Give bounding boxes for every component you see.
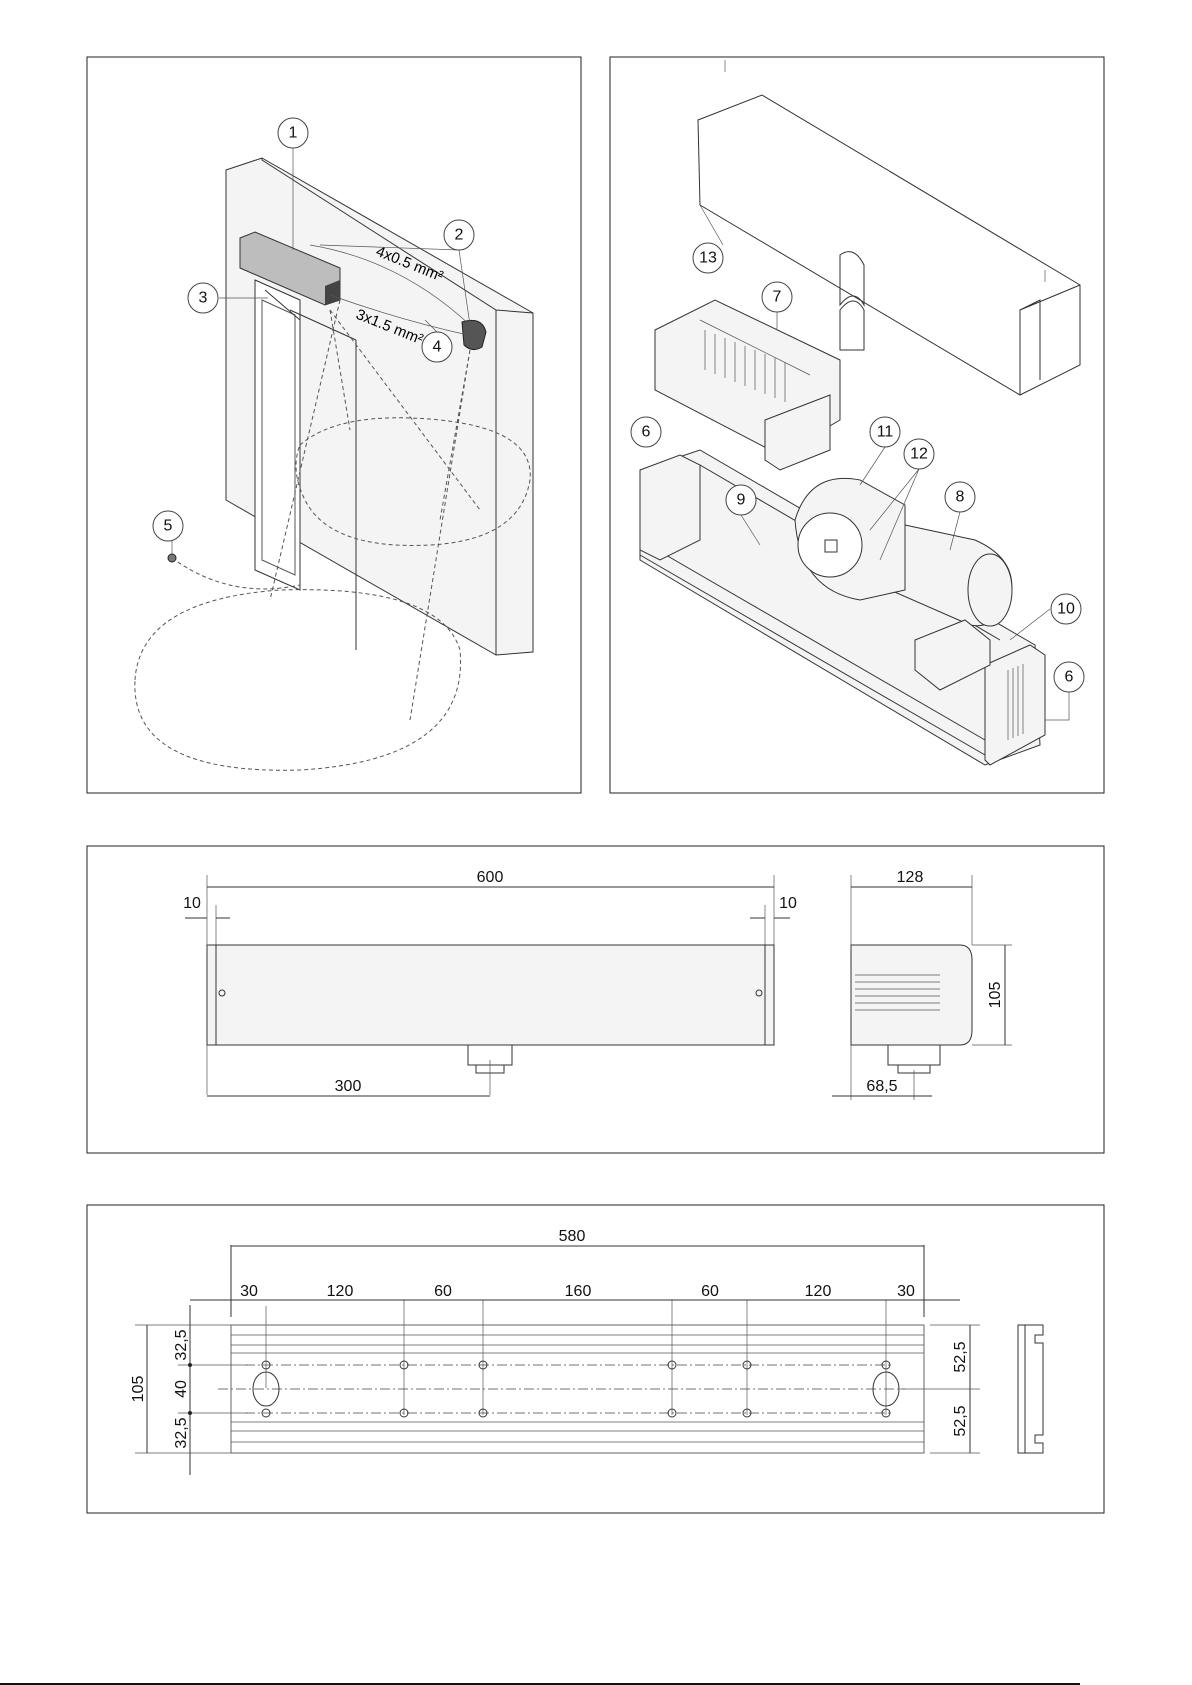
svg-text:3: 3 <box>199 290 208 307</box>
end-cap-left <box>639 454 701 561</box>
dim-depth: 128 <box>897 869 924 886</box>
callout-1: 1 <box>277 117 309 149</box>
callout-13: 13 <box>692 242 724 274</box>
callout-10: 10 <box>1050 593 1082 625</box>
panel-mounting-plate: 580 30 120 60 160 60 120 30 105 32,5 40 … <box>86 1204 1105 1514</box>
panel-exploded-view: 13 7 6 11 12 9 8 10 6 <box>609 56 1105 794</box>
operator-side-view <box>850 944 973 1046</box>
door-leaf <box>254 279 301 591</box>
callout-8: 8 <box>944 481 976 513</box>
dim-overall-length: 600 <box>477 869 504 886</box>
dim-plate-length: 580 <box>559 1228 586 1245</box>
dim-plate-height: 105 <box>130 1376 147 1403</box>
svg-text:6: 6 <box>1065 669 1074 686</box>
callout-9: 9 <box>725 484 757 516</box>
svg-text:8: 8 <box>956 489 965 506</box>
svg-text:13: 13 <box>699 250 717 267</box>
svg-text:12: 12 <box>910 446 928 463</box>
svg-text:11: 11 <box>877 424 894 441</box>
dim-segment: 120 <box>327 1283 354 1300</box>
dim-segment: 30 <box>897 1283 915 1300</box>
svg-text:6: 6 <box>642 424 651 441</box>
callout-7: 7 <box>761 281 793 313</box>
dim-top-offset: 32,5 <box>173 1329 190 1360</box>
dim-segment: 160 <box>565 1283 592 1300</box>
svg-text:4: 4 <box>433 339 442 356</box>
dim-lower-half: 52,5 <box>952 1405 969 1436</box>
mounting-holes <box>252 1300 900 1418</box>
svg-text:5: 5 <box>164 518 173 535</box>
push-button <box>167 553 177 563</box>
callout-4: 4 <box>421 331 453 363</box>
panel-installation-overview: 4x0.5 mm² 3x1.5 mm² 1 2 3 4 5 <box>86 56 582 794</box>
svg-text:9: 9 <box>737 492 746 509</box>
callout-3: 3 <box>187 282 219 314</box>
callout-6-left: 6 <box>630 416 662 448</box>
dim-segment: 60 <box>434 1283 452 1300</box>
dim-height: 105 <box>987 982 1004 1009</box>
callout-2: 2 <box>443 219 475 251</box>
svg-text:7: 7 <box>773 289 782 306</box>
end-cap-right <box>984 644 1046 766</box>
panel-dimensions-operator: 600 10 10 300 128 105 68,5 <box>86 845 1105 1154</box>
detection-field-inside <box>295 417 531 546</box>
dim-left-offset: 10 <box>183 895 201 912</box>
dim-segment: 60 <box>701 1283 719 1300</box>
dim-segment: 30 <box>240 1283 258 1300</box>
dim-right-offset: 10 <box>779 895 797 912</box>
callout-11: 11 <box>869 416 901 448</box>
dim-hole-spacing: 40 <box>173 1380 190 1398</box>
radar-sensor <box>461 319 487 351</box>
drive-board <box>914 619 991 691</box>
svg-text:10: 10 <box>1057 601 1075 618</box>
svg-text:1: 1 <box>289 125 298 142</box>
svg-text:2: 2 <box>455 227 464 244</box>
dim-axle: 68,5 <box>866 1078 897 1095</box>
callout-6-right: 6 <box>1053 661 1085 693</box>
dim-upper-half: 52,5 <box>952 1341 969 1372</box>
dim-center: 300 <box>335 1078 362 1095</box>
plate-profile-section <box>1017 1324 1044 1454</box>
callout-12: 12 <box>903 438 935 470</box>
dim-segment: 120 <box>805 1283 832 1300</box>
detection-field-outside <box>134 589 462 771</box>
dim-bottom-offset: 32,5 <box>173 1417 190 1448</box>
callout-5: 5 <box>152 510 184 542</box>
operator-front-view <box>206 944 775 1046</box>
